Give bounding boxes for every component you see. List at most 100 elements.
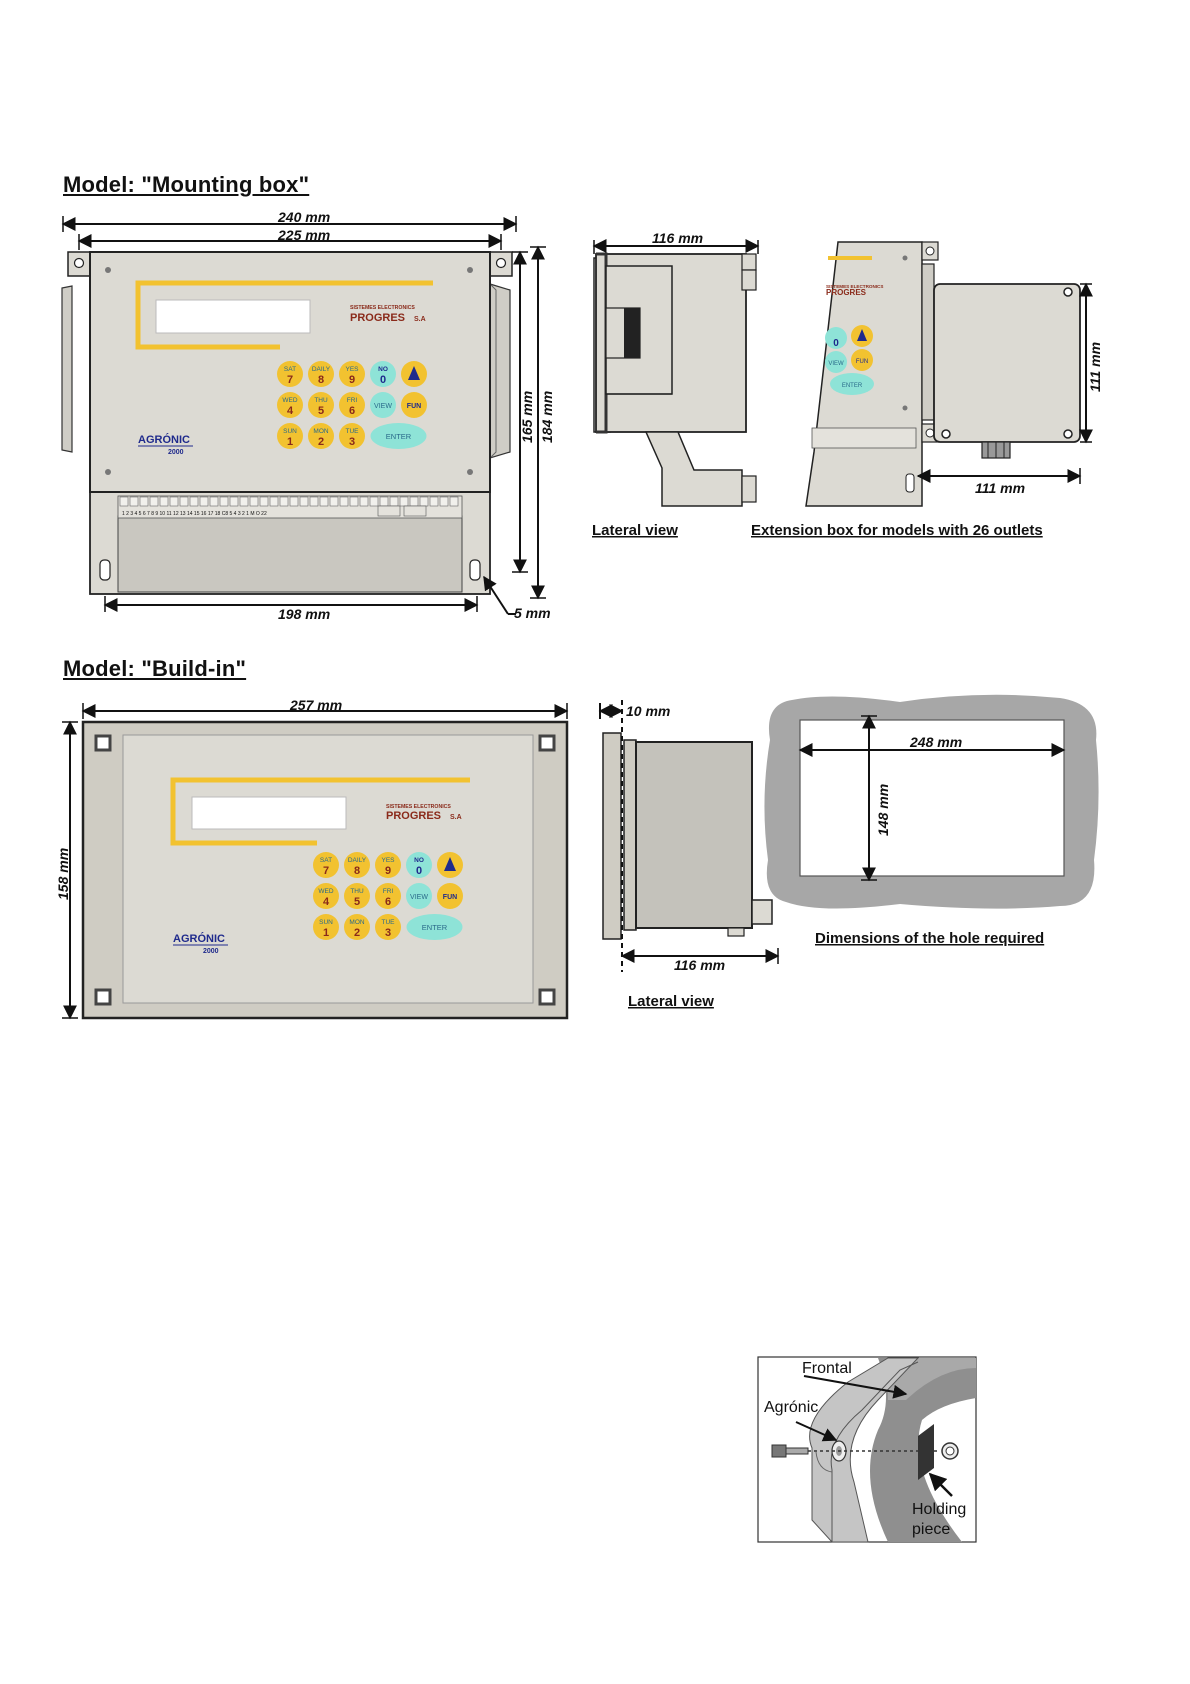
terminal [279,496,289,507]
view-key-label: VIEW [410,894,428,901]
terminal [429,496,439,507]
terminal-numbers: 1 2 3 4 5 6 7 8 9 10 11 12 13 14 15 16 1… [122,511,267,517]
mounting-dimensions: 240 mm 225 mm 198 mm 165 mm 184 mm 5 mm [61,209,555,622]
key-label: WED [282,397,297,404]
key-yes [339,361,365,387]
terminal [269,496,279,507]
ext-fun-key [851,349,873,371]
terminal [119,496,129,507]
keypad-build-in: SAT7DAILY8YES9NO0WED4THU5FRI6SUN1MON2TUE… [313,852,463,940]
key-yes [375,852,401,878]
enter-key [370,423,427,449]
build-in-front: SISTEMES ELECTRONICS PROGRES S.A AGRÓNIC… [81,720,569,1020]
terminal [329,496,339,507]
key-digit: 9 [385,865,391,877]
ext-view-key [825,351,847,373]
key-label: YES [381,857,395,864]
fun-key-label: FUN [407,403,421,410]
dim-225: 225 mm [277,227,330,243]
terminal [449,496,459,507]
key-digit: 5 [318,405,324,417]
terminal [219,496,229,507]
terminal [179,496,189,507]
holding-frontal-label: Frontal [802,1360,852,1377]
key-digit: 0 [416,865,422,877]
key-label: SAT [320,857,332,864]
key-sun [313,914,339,940]
view-key [406,883,432,909]
mounting-lateral-view: 116 mm [592,230,760,507]
dim-148: 148 mm [875,784,891,836]
bi-brand-progres: PROGRES [386,810,441,822]
extension-caption: Extension box for models with 26 outlets [751,522,1043,539]
key-sat [313,852,339,878]
terminal [149,496,159,507]
enter-key-label: ENTER [386,432,412,441]
key-label: NO [378,366,388,373]
key-label: SUN [319,919,333,926]
fun-key-label: FUN [443,894,457,901]
key-tue [375,914,401,940]
key-label: NO [414,857,424,864]
key-label: DAILY [348,857,367,864]
dim-ext-111-h: 111 mm [1087,342,1103,392]
key-label: FRI [347,397,358,404]
brand-agronic: AGRÓNIC [138,433,190,446]
build-in-lateral-caption: Lateral view [628,993,714,1010]
dim-248: 248 mm [909,734,962,750]
ext-enter-label: ENTER [842,383,863,389]
key-daily [308,361,334,387]
terminal [289,496,299,507]
key-label: MON [349,919,364,926]
terminal [299,496,309,507]
terminal [229,496,239,507]
key-fri [339,392,365,418]
bi-brand-agronic: AGRÓNIC [173,932,225,945]
key-digit: 2 [354,927,360,939]
terminal [139,496,149,507]
build-in-title: Model: "Build-in" [63,656,247,681]
fun-key [401,392,427,418]
key-label: THU [350,888,364,895]
bi-brand-sa: S.A [450,814,462,821]
hole-diagram: 248 mm 148 mm [764,694,1099,909]
key-digit: 7 [287,374,293,386]
terminal [239,496,249,507]
mounting-box-title: Model: "Mounting box" [63,172,310,197]
ext-view-label: VIEW [828,361,844,367]
dim-bi-lateral-116: 116 mm [674,957,725,973]
terminal [169,496,179,507]
key-label: YES [345,366,359,373]
key-label: SAT [284,366,296,373]
ext-enter-key [830,373,874,395]
dim-184: 184 mm [539,391,555,443]
key-no [406,852,432,878]
key-label: FRI [383,888,394,895]
terminal [439,496,449,507]
key-digit: 6 [349,405,355,417]
key-label: SUN [283,428,297,435]
enter-key [406,914,463,940]
key-mon [344,914,370,940]
ext-key-digit: 0 [833,338,839,349]
ext-brand-sistemes: SISTEMES ELECTRONICS [826,284,883,289]
enter-key-label: ENTER [422,923,448,932]
key-digit: 9 [349,374,355,386]
key-sun [277,423,303,449]
key-daily [344,852,370,878]
dim-5: 5 mm [514,605,551,621]
key-tue [339,423,365,449]
fun-key [437,883,463,909]
terminal [359,496,369,507]
build-in-lateral-view: 10 mm 116 mm [598,700,780,973]
ext-fun-label: FUN [856,359,868,365]
key-thu [344,883,370,909]
view-key [370,392,396,418]
dim-165: 165 mm [519,391,535,443]
brand-sa: S.A [414,316,426,323]
key-wed [277,392,303,418]
bi-brand-sistemes: SISTEMES ELECTRONICS [386,804,451,810]
up-arrow-icon [408,366,420,380]
